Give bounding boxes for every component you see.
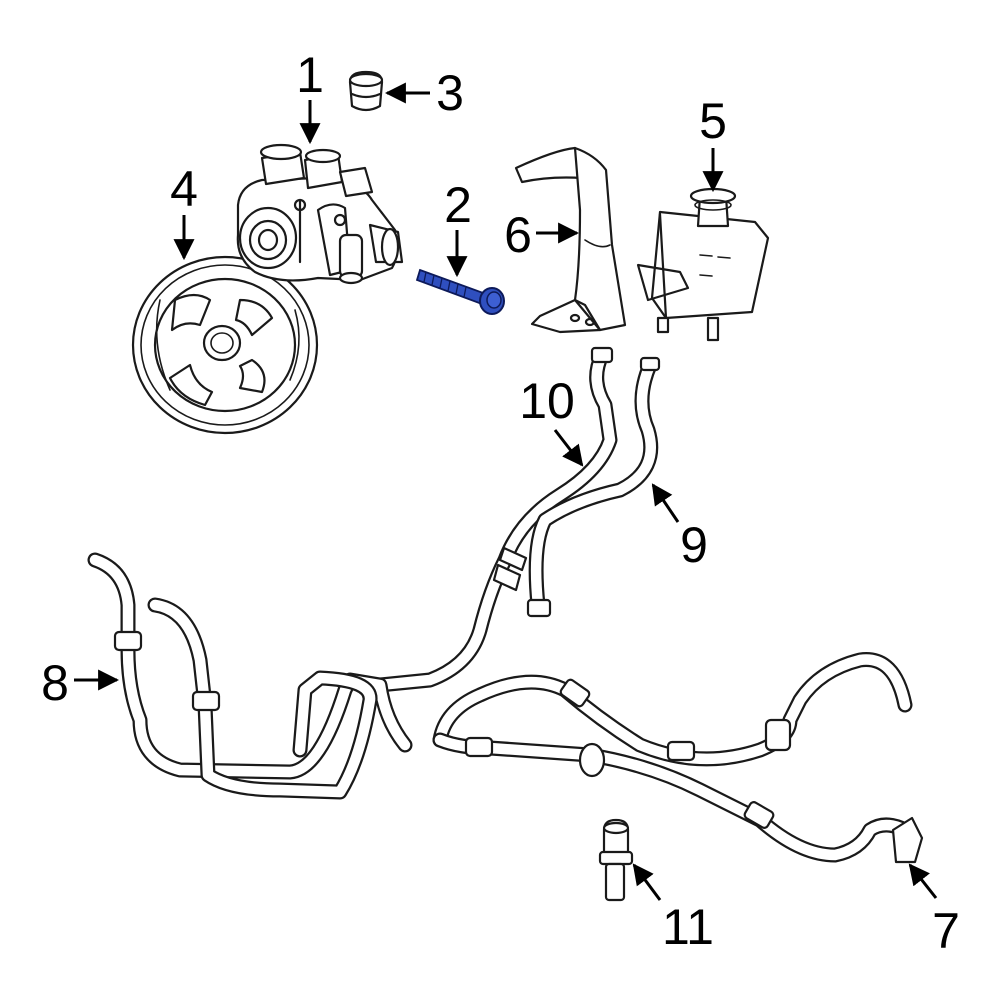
reservoir-bracket bbox=[514, 146, 627, 334]
callout-9[interactable]: 9 bbox=[680, 517, 708, 573]
callout-6[interactable]: 6 bbox=[504, 207, 532, 263]
callout-8[interactable]: 8 bbox=[41, 655, 69, 711]
power-steering-pump bbox=[236, 143, 404, 285]
cooler-lines bbox=[432, 652, 924, 864]
callout-5[interactable]: 5 bbox=[699, 93, 727, 149]
callout-1[interactable]: 1 bbox=[296, 47, 324, 103]
callout-arrows bbox=[74, 82, 938, 901]
pump-cap bbox=[348, 70, 384, 112]
callout-2[interactable]: 2 bbox=[444, 177, 472, 233]
callout-11[interactable]: 11 bbox=[662, 899, 714, 955]
power-steering-reservoir bbox=[636, 187, 770, 342]
callout-4[interactable]: 4 bbox=[170, 161, 198, 217]
pulley bbox=[131, 255, 319, 435]
arrow-11 bbox=[632, 863, 662, 901]
reservoir-hoses bbox=[372, 346, 661, 693]
mounting-stud bbox=[598, 818, 634, 902]
callout-7[interactable]: 7 bbox=[932, 903, 960, 959]
callout-3[interactable]: 3 bbox=[436, 65, 464, 121]
arrow-10 bbox=[553, 429, 584, 467]
arrow-7 bbox=[908, 863, 938, 899]
pressure-lines bbox=[87, 552, 413, 800]
arrow-9 bbox=[651, 483, 680, 523]
mounting-bolt bbox=[415, 268, 505, 315]
callout-10[interactable]: 10 bbox=[519, 373, 575, 429]
callout-labels: 1 2 3 4 5 6 7 8 9 10 11 bbox=[41, 47, 960, 959]
